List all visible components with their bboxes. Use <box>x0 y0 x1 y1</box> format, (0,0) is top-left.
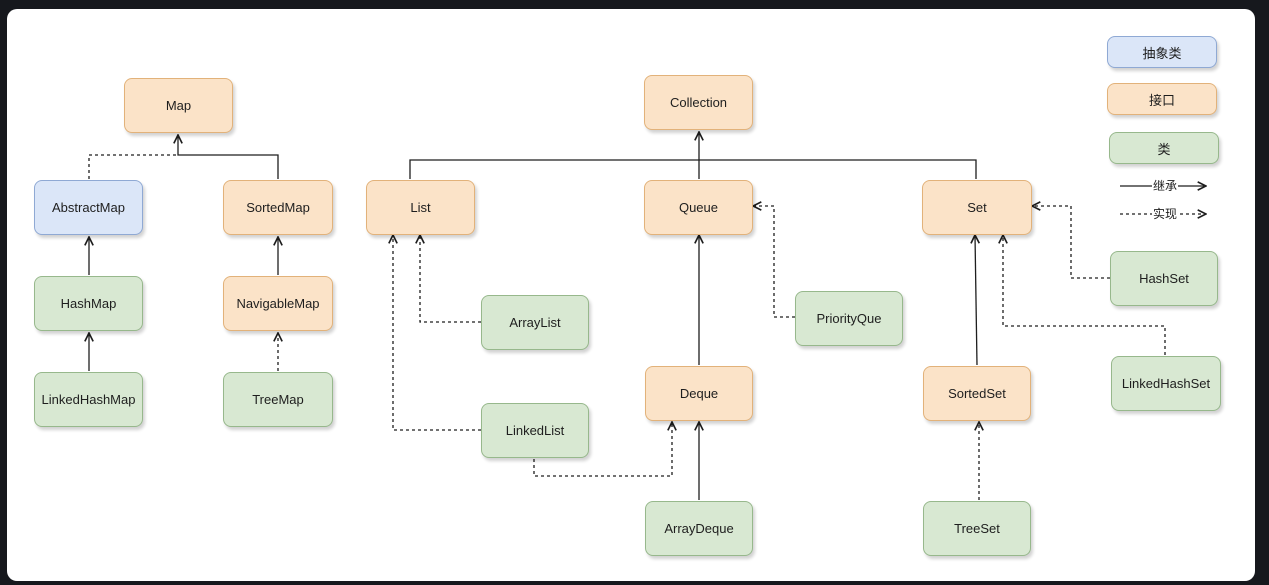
edge-set-collection <box>699 159 977 179</box>
list-node: List <box>366 180 475 235</box>
legend-implement-label: 实现 <box>1152 207 1179 221</box>
priority-queue-node: PriorityQue <box>795 291 903 346</box>
edge-linkedlist-list <box>393 235 481 431</box>
linked-hash-set-node: LinkedHashSet <box>1111 356 1221 411</box>
edge-priorityqueue-queue <box>753 206 795 318</box>
legend-interface: 接口 <box>1107 83 1217 115</box>
hash-map-node: HashMap <box>34 276 143 331</box>
map-node: Map <box>124 78 233 133</box>
diagram-canvas: Map AbstractMap SortedMap HashMap Naviga… <box>7 9 1255 581</box>
tree-map-node: TreeMap <box>223 372 333 427</box>
collection-node: Collection <box>644 75 753 130</box>
queue-node: Queue <box>644 180 753 235</box>
linked-list-node: LinkedList <box>481 403 589 458</box>
edge-list-collection <box>409 159 699 179</box>
edge-abstractmap-map <box>88 154 178 179</box>
set-node: Set <box>922 180 1032 235</box>
abstract-map-node: AbstractMap <box>34 180 143 235</box>
edge-sortedset-set <box>975 235 977 366</box>
legend-abstract-class: 抽象类 <box>1107 36 1217 68</box>
sorted-set-node: SortedSet <box>923 366 1031 421</box>
edge-linkedlist-deque <box>533 422 672 477</box>
edge-sortedmap-map <box>178 135 279 179</box>
edge-hashset-set <box>1032 206 1110 279</box>
edge-linkedhashset-set <box>1003 235 1166 355</box>
hash-set-node: HashSet <box>1110 251 1218 306</box>
linked-hash-map-node: LinkedHashMap <box>34 372 143 427</box>
legend-inherit-label: 继承 <box>1152 179 1179 193</box>
deque-node: Deque <box>645 366 753 421</box>
array-list-node: ArrayList <box>481 295 589 350</box>
legend-class: 类 <box>1109 132 1219 164</box>
navigable-map-node: NavigableMap <box>223 276 333 331</box>
edge-arraylist-list <box>420 235 481 323</box>
sorted-map-node: SortedMap <box>223 180 333 235</box>
tree-set-node: TreeSet <box>923 501 1031 556</box>
array-deque-node: ArrayDeque <box>645 501 753 556</box>
